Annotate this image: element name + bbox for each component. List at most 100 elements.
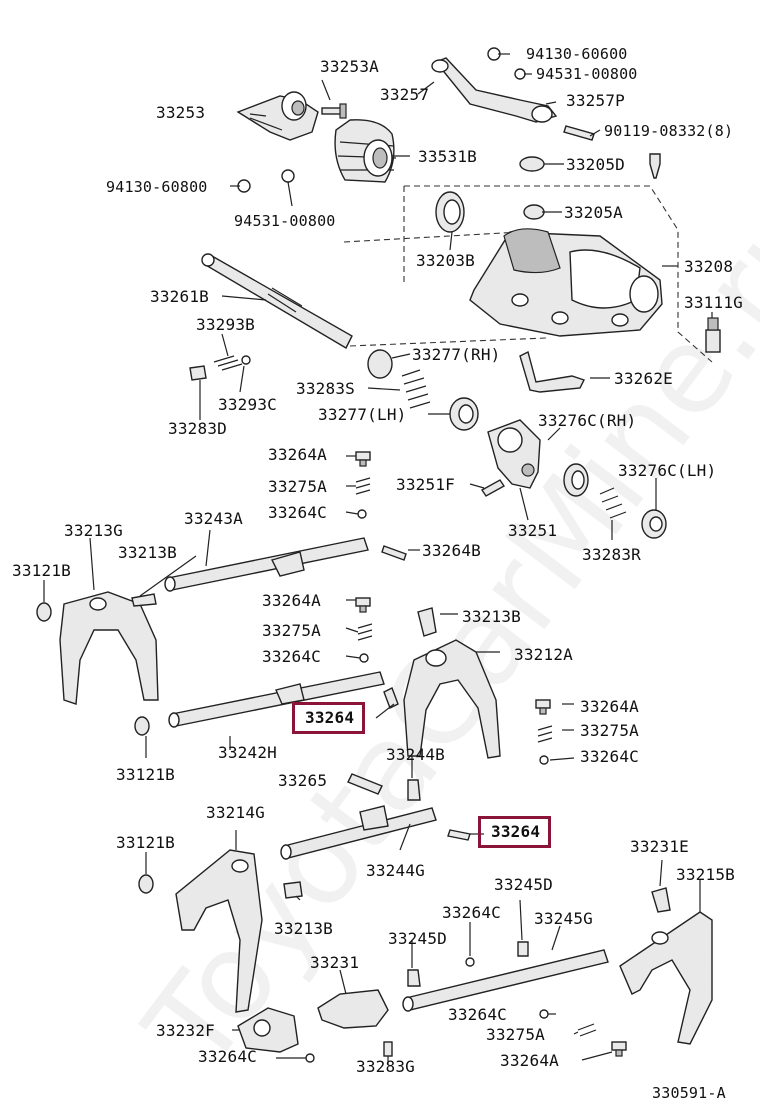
seal-33276C-RH — [563, 463, 589, 497]
label-33121B-2[interactable]: 33121B — [116, 765, 175, 784]
label-33265[interactable]: 33265 — [278, 771, 328, 790]
label-33208[interactable]: 33208 — [684, 257, 734, 276]
label-33215B[interactable]: 33215B — [676, 865, 735, 884]
spring-33275A-2 — [357, 623, 373, 641]
ball-33264C-3 — [539, 755, 549, 765]
label-33293C[interactable]: 33293C — [218, 395, 277, 414]
spring-33275A-4 — [577, 1023, 597, 1037]
label-33214G[interactable]: 33214G — [206, 803, 265, 822]
ball-33264C-4 — [465, 957, 475, 967]
label-33257P[interactable]: 33257P — [566, 91, 625, 110]
label-33245G[interactable]: 33245G — [534, 909, 593, 928]
label-33111G[interactable]: 33111G — [684, 293, 743, 312]
label-33245D-2[interactable]: 33245D — [388, 929, 447, 948]
spring-33275A-1 — [355, 477, 371, 495]
ball-33293C — [241, 355, 251, 365]
label-33205A[interactable]: 33205A — [564, 203, 623, 222]
label-33276C-RH[interactable]: 33276C(RH) — [538, 411, 637, 430]
label-33264A-3[interactable]: 33264A — [580, 697, 639, 716]
label-33264C-1[interactable]: 33264C — [268, 503, 327, 522]
label-33264C-3[interactable]: 33264C — [580, 747, 639, 766]
seal-33205A — [523, 204, 545, 220]
label-94130-60800[interactable]: 94130-60800 — [106, 178, 208, 196]
label-33253A[interactable]: 33253A — [320, 57, 379, 76]
bolt-33213B-2 — [417, 607, 437, 637]
label-33264C-5[interactable]: 33264C — [448, 1005, 507, 1024]
label-33244B[interactable]: 33244B — [386, 745, 445, 764]
label-94531-00800-a[interactable]: 94531-00800 — [536, 65, 638, 83]
plug-33283D — [189, 365, 207, 381]
washer-94531-00800 — [514, 68, 526, 80]
label-33293B[interactable]: 33293B — [196, 315, 255, 334]
label-33243A[interactable]: 33243A — [184, 509, 243, 528]
label-90119-08332[interactable]: 90119-08332(8) — [604, 122, 734, 140]
label-33264-highlight-1[interactable]: 33264 — [292, 702, 366, 734]
label-33205D[interactable]: 33205D — [566, 155, 625, 174]
label-33264B[interactable]: 33264B — [422, 541, 481, 560]
label-33121B-1[interactable]: 33121B — [12, 561, 71, 580]
label-33264A-1[interactable]: 33264A — [268, 445, 327, 464]
label-33261B[interactable]: 33261B — [150, 287, 209, 306]
label-33245D-1[interactable]: 33245D — [494, 875, 553, 894]
label-33283D[interactable]: 33283D — [168, 419, 227, 438]
label-33264C-6[interactable]: 33264C — [198, 1047, 257, 1066]
bolt-33213B-1 — [131, 593, 157, 607]
bolt-33231E — [651, 887, 671, 913]
label-33244G[interactable]: 33244G — [366, 861, 425, 880]
label-33231E[interactable]: 33231E — [630, 837, 689, 856]
label-33283R[interactable]: 33283R — [582, 545, 641, 564]
label-33277-RH[interactable]: 33277(RH) — [412, 345, 501, 364]
washer-94531-00800-b — [281, 169, 295, 183]
label-33275A-4[interactable]: 33275A — [486, 1025, 545, 1044]
label-33242H[interactable]: 33242H — [218, 743, 277, 762]
label-33277-LH[interactable]: 33277(LH) — [318, 405, 407, 424]
pad-33121B-2 — [134, 716, 150, 736]
pad-33121B-3 — [138, 874, 154, 894]
label-33264C-2[interactable]: 33264C — [262, 647, 321, 666]
label-33213G[interactable]: 33213G — [64, 521, 123, 540]
spring-33275A-3 — [537, 725, 553, 743]
head-33232F — [237, 1007, 299, 1053]
lever-33262E — [519, 350, 585, 393]
fork-33215B — [619, 911, 713, 1045]
label-33203B[interactable]: 33203B — [416, 251, 475, 270]
seal-33203B — [435, 191, 465, 233]
label-94130-60600[interactable]: 94130-60600 — [526, 45, 628, 63]
label-33257[interactable]: 33257 — [380, 85, 430, 104]
label-33213B-2[interactable]: 33213B — [462, 607, 521, 626]
label-33251[interactable]: 33251 — [508, 521, 558, 540]
label-33121B-3[interactable]: 33121B — [116, 833, 175, 852]
label-33251F[interactable]: 33251F — [396, 475, 455, 494]
label-33213B-1[interactable]: 33213B — [118, 543, 177, 562]
label-33264-highlight-2[interactable]: 33264 — [478, 816, 552, 848]
spring-33293B — [213, 355, 243, 371]
seal-33276C-LH — [641, 509, 667, 539]
block-33231 — [317, 989, 389, 1029]
bolt-33213B-3 — [283, 881, 303, 899]
shaft-33245G — [402, 949, 609, 1012]
label-33276C-LH[interactable]: 33276C(LH) — [618, 461, 717, 480]
label-33253[interactable]: 33253 — [156, 103, 206, 122]
label-33275A-2[interactable]: 33275A — [262, 621, 321, 640]
fork-33213G — [59, 591, 159, 705]
label-33275A-3[interactable]: 33275A — [580, 721, 639, 740]
label-94531-00800-b[interactable]: 94531-00800 — [234, 212, 336, 230]
label-33275A-1[interactable]: 33275A — [268, 477, 327, 496]
label-33283S[interactable]: 33283S — [296, 379, 355, 398]
label-33531B[interactable]: 33531B — [418, 147, 477, 166]
label-33213B-3[interactable]: 33213B — [274, 919, 333, 938]
label-33264C-4[interactable]: 33264C — [442, 903, 501, 922]
pin-33264-b — [447, 829, 471, 841]
label-33232F[interactable]: 33232F — [156, 1021, 215, 1040]
bracket-33253 — [236, 91, 319, 141]
label-33231[interactable]: 33231 — [310, 953, 360, 972]
label-33264A-2[interactable]: 33264A — [262, 591, 321, 610]
label-33262E[interactable]: 33262E — [614, 369, 673, 388]
label-33212A[interactable]: 33212A — [514, 645, 573, 664]
pin-33251F — [480, 479, 506, 497]
label-33264A-4[interactable]: 33264A — [500, 1051, 559, 1070]
pin-33264-a — [383, 687, 399, 709]
pin-90119 — [563, 125, 595, 141]
label-33283G[interactable]: 33283G — [356, 1057, 415, 1076]
